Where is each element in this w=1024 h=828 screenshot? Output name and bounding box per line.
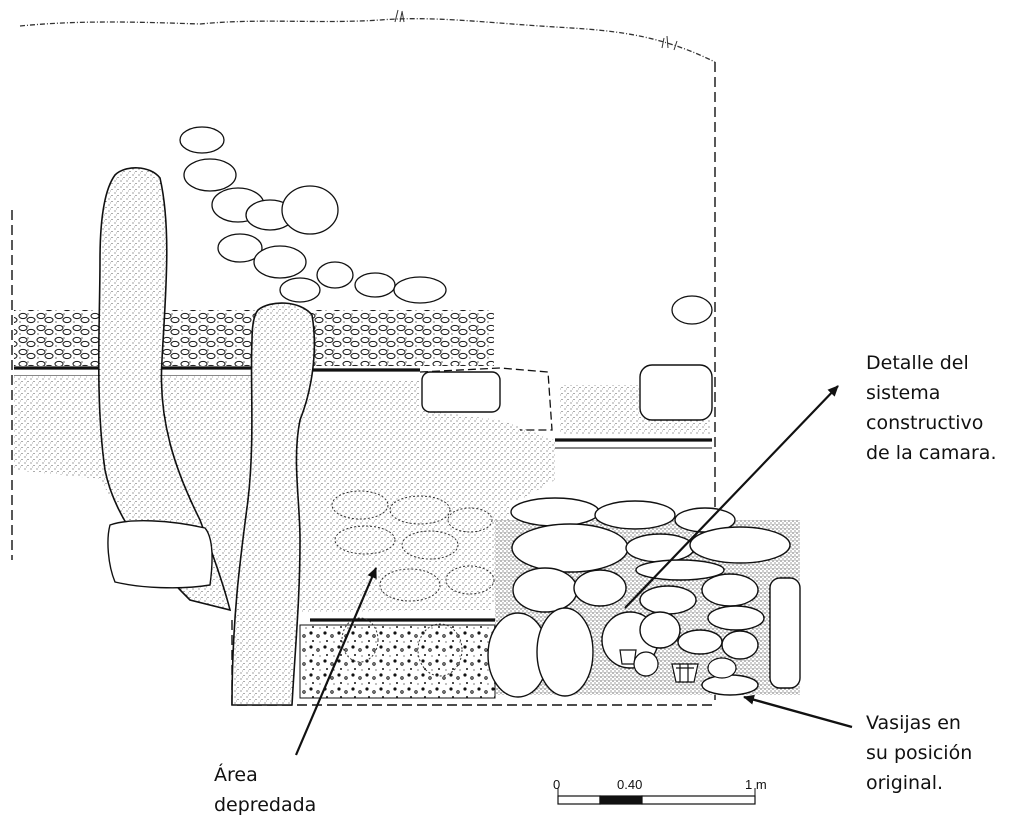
arrow-detalle [624, 385, 839, 609]
annotation-detalle: Detalle del sistema constructivo de la c… [866, 352, 997, 464]
scale-label-1m: 1 m [745, 777, 767, 792]
vessels [619, 649, 737, 683]
pebble-layer [299, 624, 496, 699]
upper-block [421, 371, 501, 413]
upper-block-outline [419, 367, 553, 431]
fallen-slab [107, 520, 213, 589]
scale-segment-white-2 [641, 795, 756, 805]
standing-slab-right [231, 302, 316, 706]
arrow-area [294, 567, 378, 756]
chamber-wall-stones [487, 497, 801, 698]
standing-slab-left [97, 167, 232, 612]
cairn-stones [179, 126, 713, 325]
right-block [639, 364, 713, 421]
annotation-vasijas: Vasijas en su posición original. [866, 712, 973, 794]
annotation-area-depredada: Área depredada [214, 764, 317, 816]
vessel-2 [633, 651, 659, 677]
scale-segment-white-1 [557, 795, 601, 805]
grass-tufts [394, 9, 678, 51]
vessel-3 [671, 663, 699, 683]
ground-surface-line [19, 18, 716, 63]
scale-segment-black [599, 795, 643, 805]
depredated-area-stones [331, 490, 495, 677]
scale-label-040: 0.40 [617, 777, 642, 792]
scale-label-0: 0 [553, 777, 560, 792]
arrow-vasijas [743, 694, 853, 729]
scale-bar: 0 0.40 1 m [553, 777, 767, 805]
vessel-4 [707, 657, 737, 679]
